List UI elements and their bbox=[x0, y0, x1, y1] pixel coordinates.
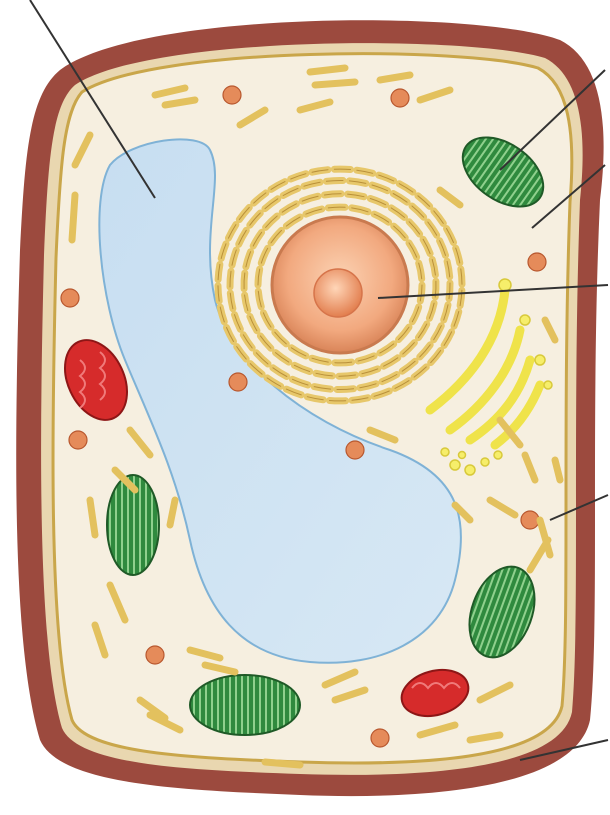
er-fragment bbox=[90, 500, 95, 535]
er-fragment bbox=[310, 68, 345, 72]
er-fragment bbox=[165, 100, 195, 105]
vesicle bbox=[346, 441, 364, 459]
vesicle bbox=[521, 511, 539, 529]
vesicle bbox=[69, 431, 87, 449]
er-fragment bbox=[555, 460, 560, 480]
er-fragment bbox=[265, 762, 300, 765]
vesicle bbox=[391, 89, 409, 107]
er-fragment bbox=[380, 75, 410, 80]
vesicle bbox=[528, 253, 546, 271]
er-fragment bbox=[170, 500, 175, 525]
vesicle bbox=[223, 86, 241, 104]
er-fragment bbox=[72, 195, 75, 240]
er-fragment bbox=[470, 735, 500, 740]
chloroplast bbox=[190, 675, 300, 735]
vesicle bbox=[146, 646, 164, 664]
vesicle bbox=[229, 373, 247, 391]
vesicle bbox=[371, 729, 389, 747]
nucleolus bbox=[314, 269, 362, 317]
er-fragment bbox=[315, 82, 355, 85]
vesicle bbox=[61, 289, 79, 307]
